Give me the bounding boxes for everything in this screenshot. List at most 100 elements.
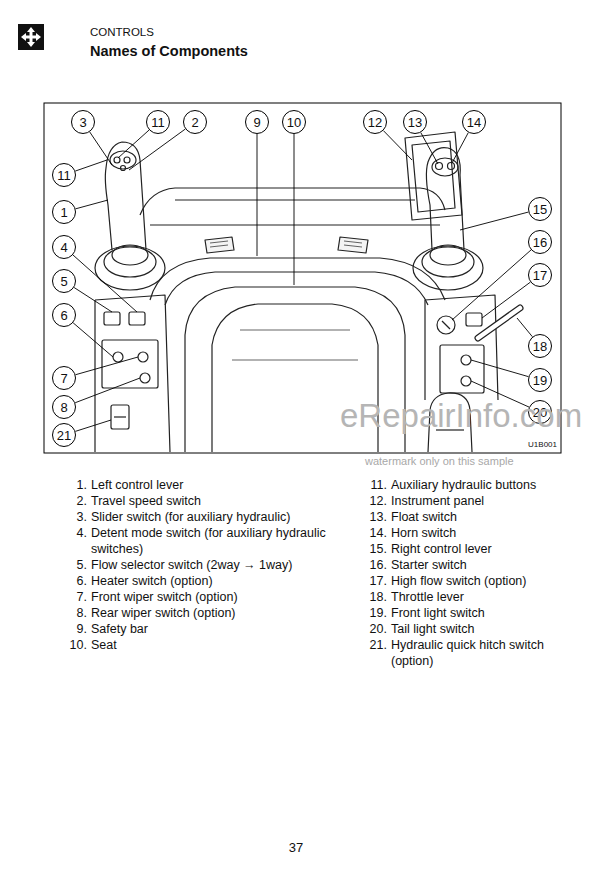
callout-circle: 10 xyxy=(282,110,306,134)
section-heading: CONTROLS xyxy=(90,24,154,40)
component-name: Left control lever xyxy=(91,477,326,493)
callout-number: 2 xyxy=(191,116,198,129)
component-name: Front wiper switch (option) xyxy=(91,589,326,605)
callout-circle: 8 xyxy=(52,395,76,419)
leader-line xyxy=(75,160,107,171)
label-text: 18. xyxy=(370,590,387,604)
callout-circle: 12 xyxy=(363,110,387,134)
callout-number: 18 xyxy=(533,340,547,353)
callout-number: 11 xyxy=(57,169,71,182)
leader-line xyxy=(118,130,149,158)
label-text: Hydraulic quick hitch switch (option) xyxy=(391,638,544,668)
list-number: 4. xyxy=(77,525,87,541)
label-text: CONTROLS xyxy=(90,26,154,38)
callout-number: 14 xyxy=(467,116,481,129)
callout-number: 10 xyxy=(287,116,301,129)
watermark: eRepairInfo.com xyxy=(340,398,582,434)
component-name: Auxiliary hydraulic buttons xyxy=(391,477,581,493)
callout-number: 9 xyxy=(253,116,260,129)
label-text: Travel speed switch xyxy=(91,494,201,508)
figure-code: U1B001 xyxy=(528,440,557,450)
component-name: Heater switch (option) xyxy=(91,573,326,589)
label-text: 11. xyxy=(371,478,387,492)
leader-line xyxy=(421,133,438,164)
callout-number: 16 xyxy=(533,236,547,249)
list-number: 11. xyxy=(371,477,387,493)
watermark: watermark only on this sample xyxy=(365,455,514,468)
callout-circle: 2 xyxy=(183,110,207,134)
list-number: 3. xyxy=(77,509,87,525)
leader-line xyxy=(383,131,412,160)
callout-circle: 9 xyxy=(245,110,269,134)
component-name: Detent mode switch (for auxiliary hydrau… xyxy=(91,525,326,557)
callout-number: 21 xyxy=(57,429,71,442)
callout-circle: 1 xyxy=(52,200,76,224)
leader-line xyxy=(74,288,112,312)
label-text: 9. xyxy=(77,622,87,636)
list-number: 2. xyxy=(77,493,87,509)
title-text: Names of Components xyxy=(90,43,248,59)
callout-circle: 21 xyxy=(52,423,76,447)
label-text: watermark only on this sample xyxy=(365,455,514,467)
label-text: 8. xyxy=(77,606,87,620)
callout-number: 5 xyxy=(60,275,67,288)
component-name: Float switch xyxy=(391,509,581,525)
label-text: Front wiper switch (option) xyxy=(91,590,238,604)
leader-line xyxy=(460,212,528,230)
label-text: 15. xyxy=(370,542,387,556)
label-text: Float switch xyxy=(391,510,457,524)
leader-line xyxy=(76,200,108,209)
page-title: Names of Components xyxy=(90,43,248,59)
label-text: High flow switch (option) xyxy=(391,574,526,588)
label-text: Tail light switch xyxy=(391,622,474,636)
component-name: Horn switch xyxy=(391,525,581,541)
component-name: High flow switch (option) xyxy=(391,573,581,589)
component-name: Front light switch xyxy=(391,605,581,621)
label-text: eRepairInfo.com xyxy=(340,397,582,434)
callout-circle: 11 xyxy=(146,110,170,134)
callout-circle: 19 xyxy=(528,368,552,392)
label-text: 3. xyxy=(77,510,87,524)
list-number: 1. xyxy=(77,477,87,493)
label-text: Heater switch (option) xyxy=(91,574,213,588)
callout-circle: 15 xyxy=(528,197,552,221)
label-text: 16. xyxy=(370,558,387,572)
leader-line xyxy=(294,134,295,285)
list-number: 14. xyxy=(370,525,387,541)
leader-lines xyxy=(73,129,532,431)
label-text: Instrument panel xyxy=(391,494,484,508)
leader-line xyxy=(452,133,468,163)
page-number: 37 xyxy=(289,840,303,856)
label-text: Front light switch xyxy=(391,606,485,620)
leader-line xyxy=(517,318,532,337)
label-text: Rear wiper switch (option) xyxy=(91,606,236,620)
label-text: 14. xyxy=(370,526,387,540)
label-text: Throttle lever xyxy=(391,590,464,604)
list-number: 13. xyxy=(370,509,387,525)
leader-line xyxy=(73,255,137,312)
leader-line xyxy=(75,378,140,403)
label-text: 7. xyxy=(77,590,87,604)
callout-number: 11 xyxy=(151,116,165,129)
callout-number: 1 xyxy=(60,206,67,219)
component-name: Right control lever xyxy=(391,541,581,557)
leader-line xyxy=(257,134,258,256)
leader-line xyxy=(76,357,138,375)
list-number: 8. xyxy=(77,605,87,621)
component-name: Starter switch xyxy=(391,557,581,573)
label-text: 4. xyxy=(77,526,87,540)
leader-line xyxy=(482,282,530,318)
leader-line xyxy=(75,420,111,431)
list-number: 10. xyxy=(70,637,87,653)
callout-circle: 6 xyxy=(52,303,76,327)
component-name: Travel speed switch xyxy=(91,493,326,509)
callout-number: 8 xyxy=(60,401,67,414)
component-name: Slider switch (for auxiliary hydraulic) xyxy=(91,509,326,525)
callout-circle: 7 xyxy=(52,366,76,390)
component-name: Tail light switch xyxy=(391,621,581,637)
callout-circle: 18 xyxy=(528,334,552,358)
component-name: Instrument panel xyxy=(391,493,581,509)
callout-circle: 4 xyxy=(52,235,76,259)
label-text: Auxiliary hydraulic buttons xyxy=(391,478,536,492)
callout-number: 6 xyxy=(60,309,67,322)
